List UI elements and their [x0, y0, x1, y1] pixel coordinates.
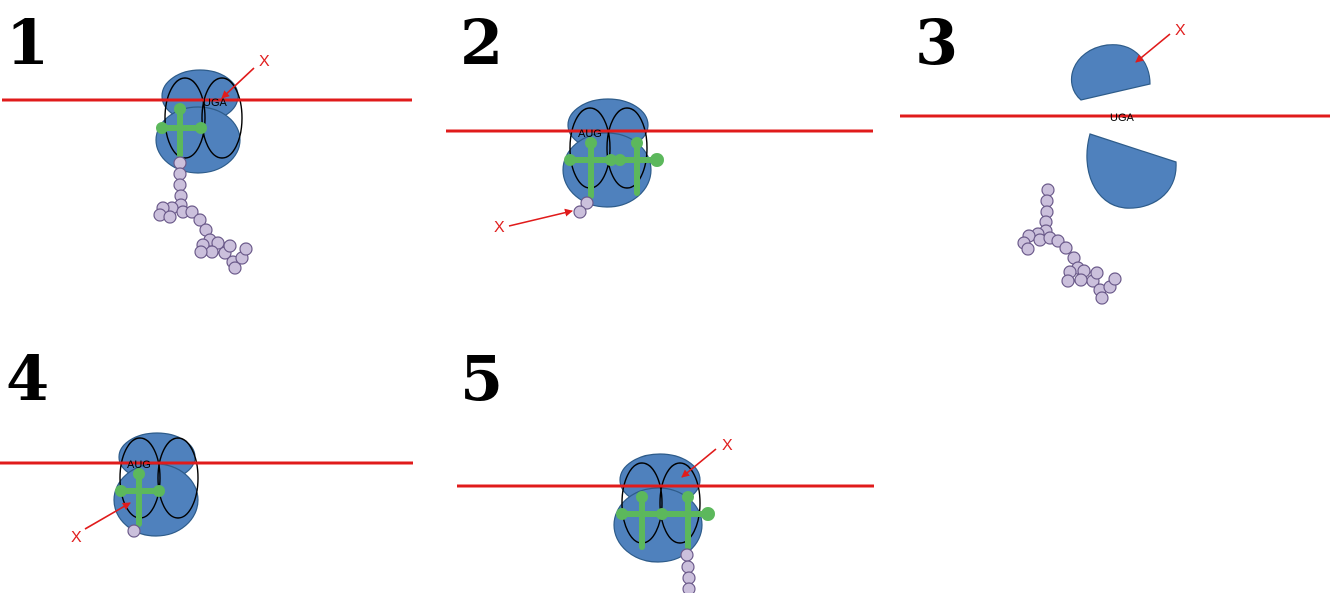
- panel-number: 1: [6, 6, 49, 79]
- panel-number: 3: [915, 6, 958, 79]
- polypeptide-chain: [154, 157, 252, 274]
- x-label: X: [1175, 22, 1186, 39]
- x-pointer-arrow: [1136, 34, 1170, 62]
- panel-3: 3 UGA: [900, 6, 1330, 304]
- polypeptide-chain: [681, 549, 695, 593]
- x-pointer-arrow: [509, 211, 572, 226]
- panel-number: 5: [460, 342, 503, 415]
- ribosome-large-subunit: [114, 464, 198, 536]
- x-label: X: [722, 437, 733, 454]
- x-label: X: [71, 529, 82, 546]
- panel-5: 5 X: [457, 342, 874, 593]
- codon-label: UGA: [203, 97, 228, 109]
- panel-1: 1 UGA: [2, 6, 412, 274]
- ribosome-large-subunit: [1087, 134, 1176, 208]
- polypeptide-chain: [574, 197, 593, 218]
- ribosome: [114, 433, 198, 536]
- panel-number: 4: [6, 342, 49, 415]
- ribosome: [156, 70, 242, 173]
- ribosome-small-subunit: [1072, 45, 1150, 100]
- released-polypeptide: [1018, 184, 1121, 304]
- amino-acid: [128, 525, 140, 537]
- codon-label: UGA: [1110, 112, 1135, 124]
- panel-2: 2 AUG X: [446, 6, 873, 236]
- x-label: X: [259, 53, 270, 70]
- panel-4: 4 AUG X: [0, 342, 413, 546]
- x-label: X: [494, 219, 505, 236]
- panel-number: 2: [460, 6, 503, 79]
